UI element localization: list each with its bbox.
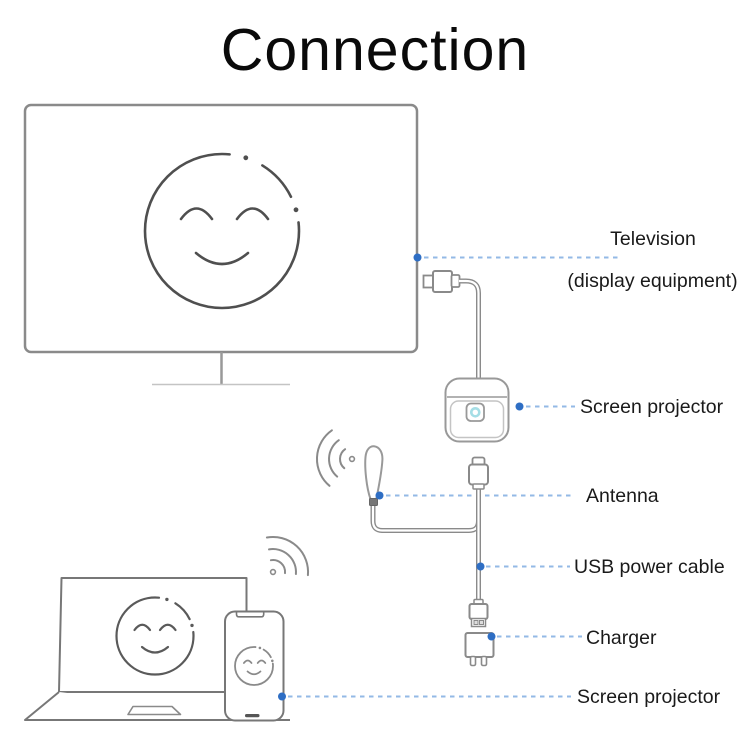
smiley-face-phone-icon (234, 646, 274, 686)
label-antenna: Antenna (586, 485, 659, 507)
label-screen-projector-bottom: Screen projector (577, 686, 721, 708)
leader-dot-screen-projector (515, 402, 524, 411)
leader-dot-screen-projector-bottom (278, 692, 286, 701)
page-title: Connection (220, 17, 530, 83)
usb-plug-icon (468, 598, 489, 628)
antenna-icon (364, 445, 384, 506)
label-charger: Charger (586, 627, 657, 649)
antenna-cable-icon (370, 503, 481, 533)
wifi-signal-antenna-icon (316, 429, 356, 487)
label-usb-power-cable: USB power cable (574, 556, 725, 578)
screen-projector-icon (444, 377, 510, 443)
leader-dot-antenna (375, 491, 384, 500)
label-display-equipment: (display equipment) (567, 270, 738, 292)
smiley-face-tv-icon (143, 152, 301, 310)
laptop-icon (24, 577, 290, 721)
wifi-signal-laptop-icon (265, 535, 310, 577)
projector-button-icon (469, 406, 481, 418)
touchpad-icon (127, 705, 182, 716)
charger-icon (464, 632, 495, 667)
phone-notch-icon (235, 612, 265, 618)
leader-dot-television (413, 253, 422, 262)
label-television: Television (610, 228, 696, 250)
leader-dot-charger (487, 632, 496, 641)
smiley-face-laptop-icon (115, 596, 195, 676)
leader-dot-usb-power-cable (476, 562, 485, 571)
phone-home-bar-icon (245, 714, 260, 718)
smartphone-icon (224, 610, 285, 722)
television-icon (23, 103, 419, 386)
micro-usb-connector-icon (468, 456, 489, 490)
label-screen-projector: Screen projector (580, 396, 724, 418)
hdmi-connector-icon (422, 270, 461, 293)
hdmi-cable-icon (459, 278, 481, 378)
